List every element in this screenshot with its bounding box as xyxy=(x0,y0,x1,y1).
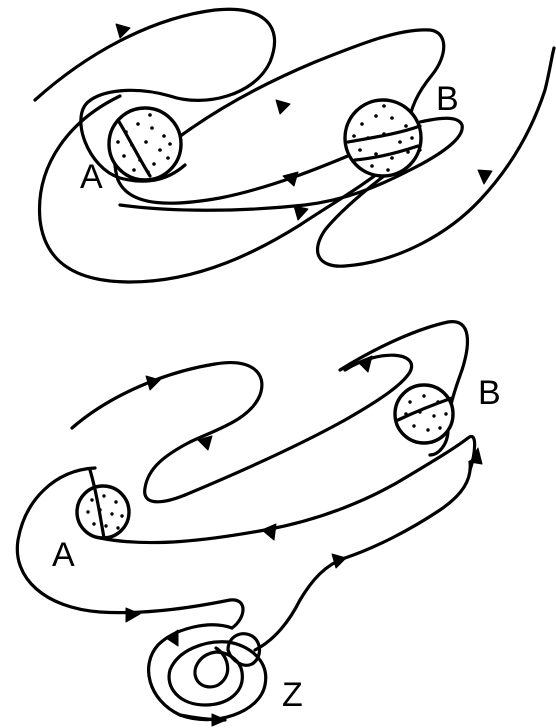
flow-path-top-outer-loop xyxy=(37,94,397,284)
region-a-bottom-stipple xyxy=(86,494,124,530)
arrowhead xyxy=(477,169,493,185)
arrowhead xyxy=(293,205,309,221)
arrowhead xyxy=(331,553,347,569)
region-label-a: A xyxy=(80,158,103,196)
arrowhead xyxy=(197,435,213,451)
region-b-top-stipple xyxy=(352,104,414,172)
arrowhead xyxy=(125,607,141,623)
arrowhead xyxy=(165,629,179,647)
arrowhead xyxy=(469,447,483,465)
flow-path-bottom-through-a xyxy=(88,468,106,540)
flow-path-z-right-loop xyxy=(226,632,262,667)
flow-path-z-middle xyxy=(167,640,244,707)
arrowhead xyxy=(261,523,277,541)
flow-path-top-bottom-loop xyxy=(315,46,556,268)
diagram-bottom: A B Z xyxy=(15,320,501,727)
arrowhead xyxy=(211,713,227,727)
flow-path-top-through-a xyxy=(116,118,152,178)
region-b-top xyxy=(343,98,423,178)
flow-path-top-upper-arc xyxy=(173,28,446,142)
arrowhead xyxy=(357,355,373,373)
flow-path-bottom-entry xyxy=(70,361,264,504)
flow-path-bottom-a-to-b xyxy=(98,434,477,545)
flow-path-z-inner xyxy=(193,646,230,689)
arrowhead xyxy=(115,23,131,39)
flow-path-bottom-z-to-b xyxy=(253,460,472,652)
flow-path-bottom-middle xyxy=(183,353,414,497)
flow-path-bottom-a-loop xyxy=(15,466,245,630)
flow-path-top-through-b xyxy=(346,124,422,144)
arrowhead xyxy=(275,99,291,115)
flow-path-bottom-through-b xyxy=(396,396,454,422)
region-label-b: B xyxy=(478,374,501,412)
flow-path-top-through-b-2 xyxy=(353,144,420,162)
arrowhead xyxy=(282,171,299,187)
region-b-bottom xyxy=(393,383,455,445)
flow-path-top-entry xyxy=(33,7,277,183)
diagram-top: A B xyxy=(33,7,556,284)
region-label-b: B xyxy=(436,80,459,118)
arrowhead xyxy=(145,375,161,391)
flow-path-top-lower-s xyxy=(118,116,464,212)
region-label-z: Z xyxy=(282,676,303,714)
flow-path-bottom-top-arc xyxy=(338,320,469,457)
region-label-a: A xyxy=(52,536,75,574)
